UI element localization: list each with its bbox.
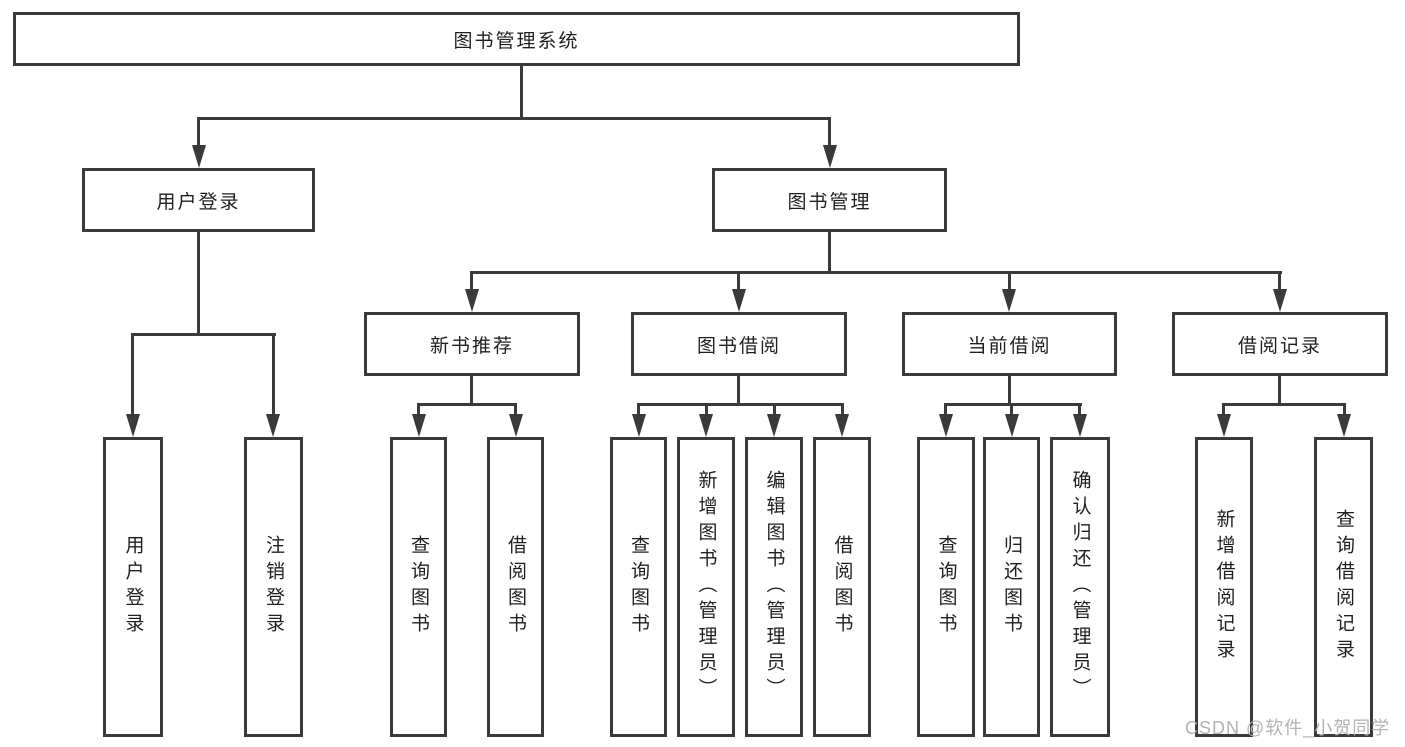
leaf-label: 借阅图书 [505, 535, 526, 639]
connector-records-stem [1278, 376, 1281, 406]
connector-book-mgmt-stem [828, 232, 831, 273]
leaf-label: 编辑图书（管理员） [763, 470, 785, 704]
connector-borrowing-stem [737, 376, 740, 406]
leaf-label: 确认归还（管理员） [1069, 470, 1091, 704]
leaf-label: 用户登录 [122, 535, 144, 639]
connector-new-book-crossbar [417, 403, 517, 406]
arrowhead-down-icon [126, 414, 140, 437]
leaf-query-borrow-record: 查询借阅记录 [1314, 437, 1373, 737]
connector-book-mgmt-crossbar [470, 271, 1282, 274]
arrowhead-down-icon [1073, 414, 1087, 437]
arrowhead-down-icon [1005, 414, 1019, 437]
leaf-query-books-borrowing: 查询图书 [610, 437, 667, 737]
arrowhead-down-icon [823, 145, 837, 168]
connector-current-drop-2 [1010, 403, 1013, 417]
leaf-label: 新增借阅记录 [1213, 509, 1235, 665]
leaf-add-books-admin: 新增图书（管理员） [677, 437, 735, 737]
connector-user-login-drop-left [131, 333, 134, 417]
arrowhead-down-icon [465, 289, 479, 312]
node-new-book-recommend: 新书推荐 [364, 312, 580, 376]
arrowhead-down-icon [412, 414, 426, 437]
connector-root-drop-right [828, 117, 831, 148]
arrowhead-down-icon [835, 414, 849, 437]
connector-current-stem [1008, 376, 1011, 406]
arrowhead-down-icon [732, 289, 746, 312]
connector-new-book-drop-1 [417, 403, 420, 417]
leaf-label: 借阅图书 [831, 535, 853, 639]
connector-book-mgmt-drop-1 [470, 271, 473, 293]
connector-borrowing-drop-1 [637, 403, 640, 417]
connector-user-login-drop-right [272, 333, 275, 417]
leaf-query-books-current: 查询图书 [917, 437, 975, 737]
node-borrowing-records: 借阅记录 [1172, 312, 1388, 376]
leaf-user-login: 用户登录 [103, 437, 163, 737]
arrowhead-down-icon [192, 145, 206, 168]
connector-records-crossbar [1222, 403, 1346, 406]
connector-book-mgmt-drop-4 [1278, 271, 1281, 293]
leaf-logout: 注销登录 [244, 437, 303, 737]
arrowhead-down-icon [1002, 289, 1016, 312]
arrowhead-down-icon [1337, 414, 1351, 437]
node-user-login: 用户登录 [82, 168, 315, 232]
arrowhead-down-icon [699, 414, 713, 437]
arrowhead-down-icon [1273, 289, 1287, 312]
arrowhead-down-icon [632, 414, 646, 437]
leaf-query-books-recommend: 查询图书 [390, 437, 447, 737]
node-book-management: 图书管理 [712, 168, 947, 232]
arrowhead-down-icon [767, 414, 781, 437]
arrowhead-down-icon [1217, 414, 1231, 437]
connector-borrowing-drop-3 [773, 403, 776, 417]
connector-current-drop-1 [944, 403, 947, 417]
leaf-confirm-return-admin: 确认归还（管理员） [1050, 437, 1110, 737]
leaf-label: 查询图书 [628, 535, 649, 639]
leaf-edit-books-admin: 编辑图书（管理员） [745, 437, 803, 737]
leaf-label: 查询图书 [408, 535, 429, 639]
node-current-borrowing: 当前借阅 [902, 312, 1117, 376]
connector-user-login-crossbar [132, 333, 276, 336]
connector-new-book-drop-2 [514, 403, 517, 417]
leaf-label: 归还图书 [1001, 535, 1022, 639]
leaf-return-books: 归还图书 [983, 437, 1040, 737]
connector-current-drop-3 [1078, 403, 1081, 417]
node-library-system: 图书管理系统 [13, 12, 1020, 66]
connector-current-crossbar [944, 403, 1082, 406]
connector-root-crossbar [197, 117, 831, 120]
arrowhead-down-icon [939, 414, 953, 437]
node-book-borrowing: 图书借阅 [631, 312, 847, 376]
leaf-borrow-books: 借阅图书 [813, 437, 871, 737]
leaf-label: 新增图书（管理员） [695, 470, 717, 704]
connector-borrowing-crossbar [637, 403, 844, 406]
connector-book-mgmt-drop-3 [1008, 271, 1011, 293]
connector-records-drop-1 [1222, 403, 1225, 417]
leaf-label: 查询借阅记录 [1333, 509, 1354, 665]
leaf-add-borrow-record: 新增借阅记录 [1195, 437, 1253, 737]
arrowhead-down-icon [509, 414, 523, 437]
connector-new-book-stem [470, 376, 473, 406]
watermark: CSDN @软件_小贺同学 [1185, 718, 1391, 738]
connector-book-mgmt-drop-2 [737, 271, 740, 293]
connector-records-drop-2 [1343, 403, 1346, 417]
leaf-borrow-books-recommend: 借阅图书 [487, 437, 544, 737]
arrowhead-down-icon [266, 414, 280, 437]
connector-root-drop-left [197, 117, 200, 148]
connector-user-login-stem [197, 232, 200, 336]
leaf-label: 注销登录 [263, 535, 284, 639]
connector-borrowing-drop-2 [705, 403, 708, 417]
leaf-label: 查询图书 [935, 535, 957, 639]
connector-borrowing-drop-4 [841, 403, 844, 417]
connector-root-stem [520, 66, 523, 119]
